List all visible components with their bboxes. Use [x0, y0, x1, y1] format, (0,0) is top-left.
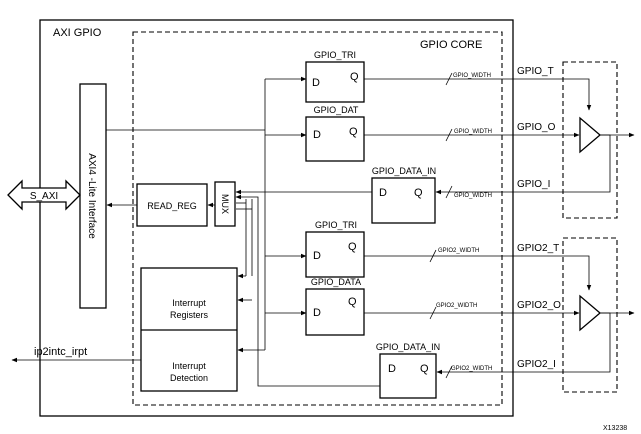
register-gpio2-data-in-d: D	[388, 363, 396, 375]
figure-id: X13238	[603, 425, 627, 432]
register-gpio-tri: GPIO_TRI D Q	[305, 50, 365, 103]
register-gpio2-data-label: GPIO_DATA	[311, 277, 361, 287]
read-reg-block	[136, 183, 208, 227]
register-gpio2-data-d: D	[313, 307, 321, 319]
register-gpio-dat-d: D	[313, 129, 321, 141]
signal-gpio2-i: GPIO2_I	[517, 359, 556, 370]
interrupt-registers-label-2: Registers	[170, 310, 209, 320]
register-gpio-tri-box	[305, 61, 365, 103]
register-gpio2-data: GPIO_DATA D Q	[305, 277, 365, 336]
register-gpio-tri-label: GPIO_TRI	[314, 50, 356, 60]
mux-label: MUX	[220, 194, 230, 214]
signal-gpio2-t: GPIO2_T	[517, 243, 559, 254]
bus-slash-gpio2-i	[445, 365, 453, 379]
width-label-gpio-o: GPIO_WIDTH	[454, 129, 492, 135]
tristate-buffer-1	[579, 116, 602, 154]
tristate-buffer-2	[579, 294, 602, 332]
register-gpio2-tri: GPIO_TRI D Q	[305, 220, 365, 278]
signal-gpio-i: GPIO_I	[517, 179, 550, 190]
axi-lite-interface-block	[79, 83, 107, 309]
register-gpio2-data-box	[305, 288, 365, 336]
gpio-core-label: GPIO CORE	[420, 39, 482, 51]
gpio-core-box	[132, 31, 503, 406]
register-gpio2-tri-q: Q	[348, 241, 357, 253]
register-gpio-data-in-d: D	[379, 187, 387, 199]
register-gpio2-data-in-box	[379, 353, 437, 399]
s-axi-label: S_AXI	[30, 191, 58, 202]
bus-slash-gpio2-t	[429, 249, 437, 263]
register-gpio2-data-in-q: Q	[420, 363, 429, 375]
signal-gpio2-o: GPIO2_O	[517, 300, 561, 311]
register-gpio-data-in: GPIO_DATA_IN D Q	[371, 166, 436, 224]
s-axi-bus-arrow	[7, 179, 81, 211]
register-gpio2-data-in-label: GPIO_DATA_IN	[376, 342, 440, 352]
register-gpio-data-in-box	[371, 177, 436, 224]
axi-lite-interface-label: AXI4 -Lite Interface	[86, 153, 97, 239]
interrupt-detection-label-2: Detection	[170, 373, 208, 383]
register-gpio2-tri-label: GPIO_TRI	[315, 220, 357, 230]
gpio2-t-line	[364, 255, 592, 291]
register-gpio-tri-q: Q	[350, 71, 359, 83]
bus-slash-gpio-t	[445, 72, 453, 86]
register-gpio-dat-q: Q	[349, 126, 358, 138]
register-gpio-dat-label: GPIO_DAT	[314, 105, 359, 115]
register-gpio2-data-in: GPIO_DATA_IN D Q	[376, 342, 440, 399]
width-label-gpio2-i: GPIO2_WIDTH	[451, 366, 492, 372]
width-label-gpio-i: GPIO_WIDTH	[454, 193, 492, 199]
register-gpio-data-in-q: Q	[414, 187, 423, 199]
register-gpio2-tri-d: D	[313, 250, 321, 262]
register-gpio-dat-box	[305, 116, 365, 162]
signal-gpio-o: GPIO_O	[517, 122, 556, 133]
register-gpio-dat: GPIO_DAT D Q	[305, 105, 365, 162]
readback-gpio2-data-in	[235, 194, 380, 387]
width-label-gpio-t: GPIO_WIDTH	[453, 73, 491, 79]
interrupt-registers-label-1: Interrupt	[172, 298, 206, 308]
axi-gpio-label: AXI GPIO	[53, 27, 102, 39]
io-box-channel-2	[562, 237, 618, 393]
bus-slash-gpio2-o	[429, 306, 437, 320]
register-gpio2-data-q: Q	[348, 296, 357, 308]
readback-lines-vertical	[245, 199, 253, 276]
io-box-channel-1	[562, 61, 618, 219]
bus-slash-gpio-i	[445, 185, 453, 199]
read-reg-label: READ_REG	[147, 201, 197, 211]
gpio-t-line	[364, 78, 592, 111]
mux-block	[214, 181, 236, 227]
register-gpio-data-in-label: GPIO_DATA_IN	[372, 166, 436, 176]
ip2intc-label: ip2intc_irpt	[34, 346, 87, 358]
register-gpio-tri-d: D	[312, 77, 320, 89]
interrupt-detection-label-1: Interrupt	[172, 361, 206, 371]
signal-gpio-t: GPIO_T	[517, 66, 554, 77]
bus-slash-gpio-o	[445, 128, 453, 142]
width-label-gpio2-o: GPIO2_WIDTH	[436, 303, 477, 309]
register-gpio2-tri-box	[305, 231, 365, 278]
width-label-gpio2-t: GPIO2_WIDTH	[438, 248, 479, 254]
